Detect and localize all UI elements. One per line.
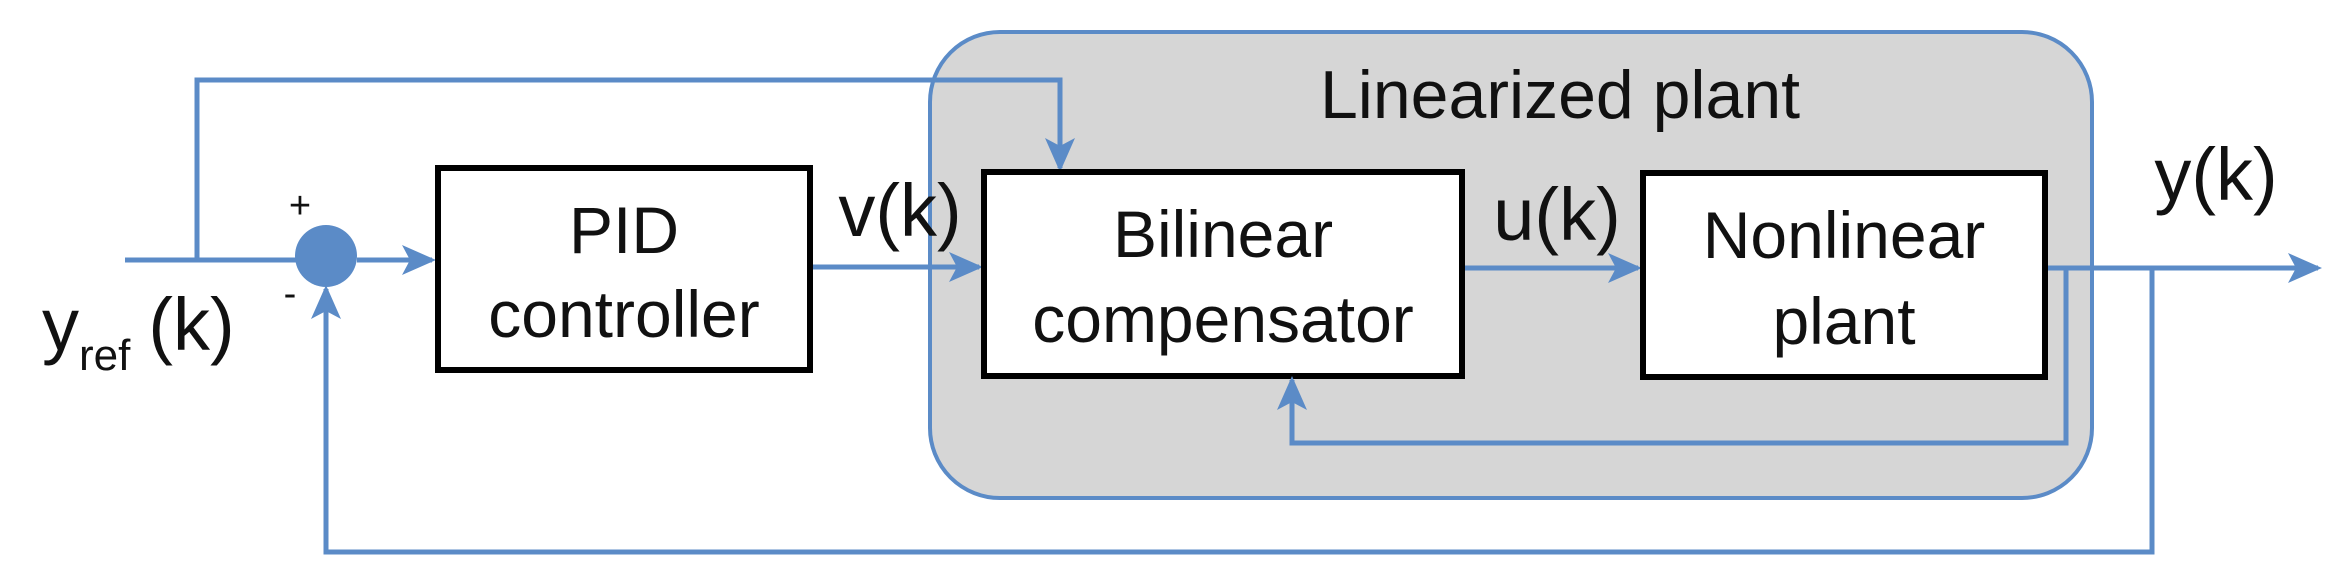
summing-junction bbox=[295, 225, 357, 287]
inner-feedback-arrow bbox=[1277, 265, 2069, 446]
feedforward-arrow bbox=[194, 77, 1075, 260]
reference-subscript: ref bbox=[79, 331, 131, 380]
linearized-plant-label: Linearized plant bbox=[1320, 57, 1800, 133]
nonlinear-plant-label-line1: Nonlinear bbox=[1703, 198, 1986, 272]
reference-signal-label: yref (k) bbox=[42, 283, 235, 380]
reference-argument: (k) bbox=[148, 283, 234, 366]
pid-controller-block bbox=[435, 165, 813, 373]
bilinear-compensator-label-line1: Bilinear bbox=[1113, 197, 1333, 271]
outer-feedback-arrow bbox=[311, 268, 2155, 555]
u-signal-label: u(k) bbox=[1493, 173, 1620, 256]
nonlinear-plant-label-line2: plant bbox=[1772, 284, 1915, 358]
nonlinear-plant-block bbox=[1640, 170, 2048, 380]
reference-base: y bbox=[42, 283, 79, 366]
minus-sign: - bbox=[284, 273, 297, 315]
output-signal-label: y(k) bbox=[2154, 133, 2277, 216]
v-signal-label: v(k) bbox=[838, 169, 961, 252]
bilinear-compensator-block bbox=[981, 169, 1465, 379]
pid-controller-label-line2: controller bbox=[488, 277, 759, 351]
pid-controller-label-line1: PID bbox=[569, 193, 679, 267]
bilinear-compensator-label-line2: compensator bbox=[1032, 282, 1414, 356]
plus-sign: + bbox=[289, 185, 311, 227]
